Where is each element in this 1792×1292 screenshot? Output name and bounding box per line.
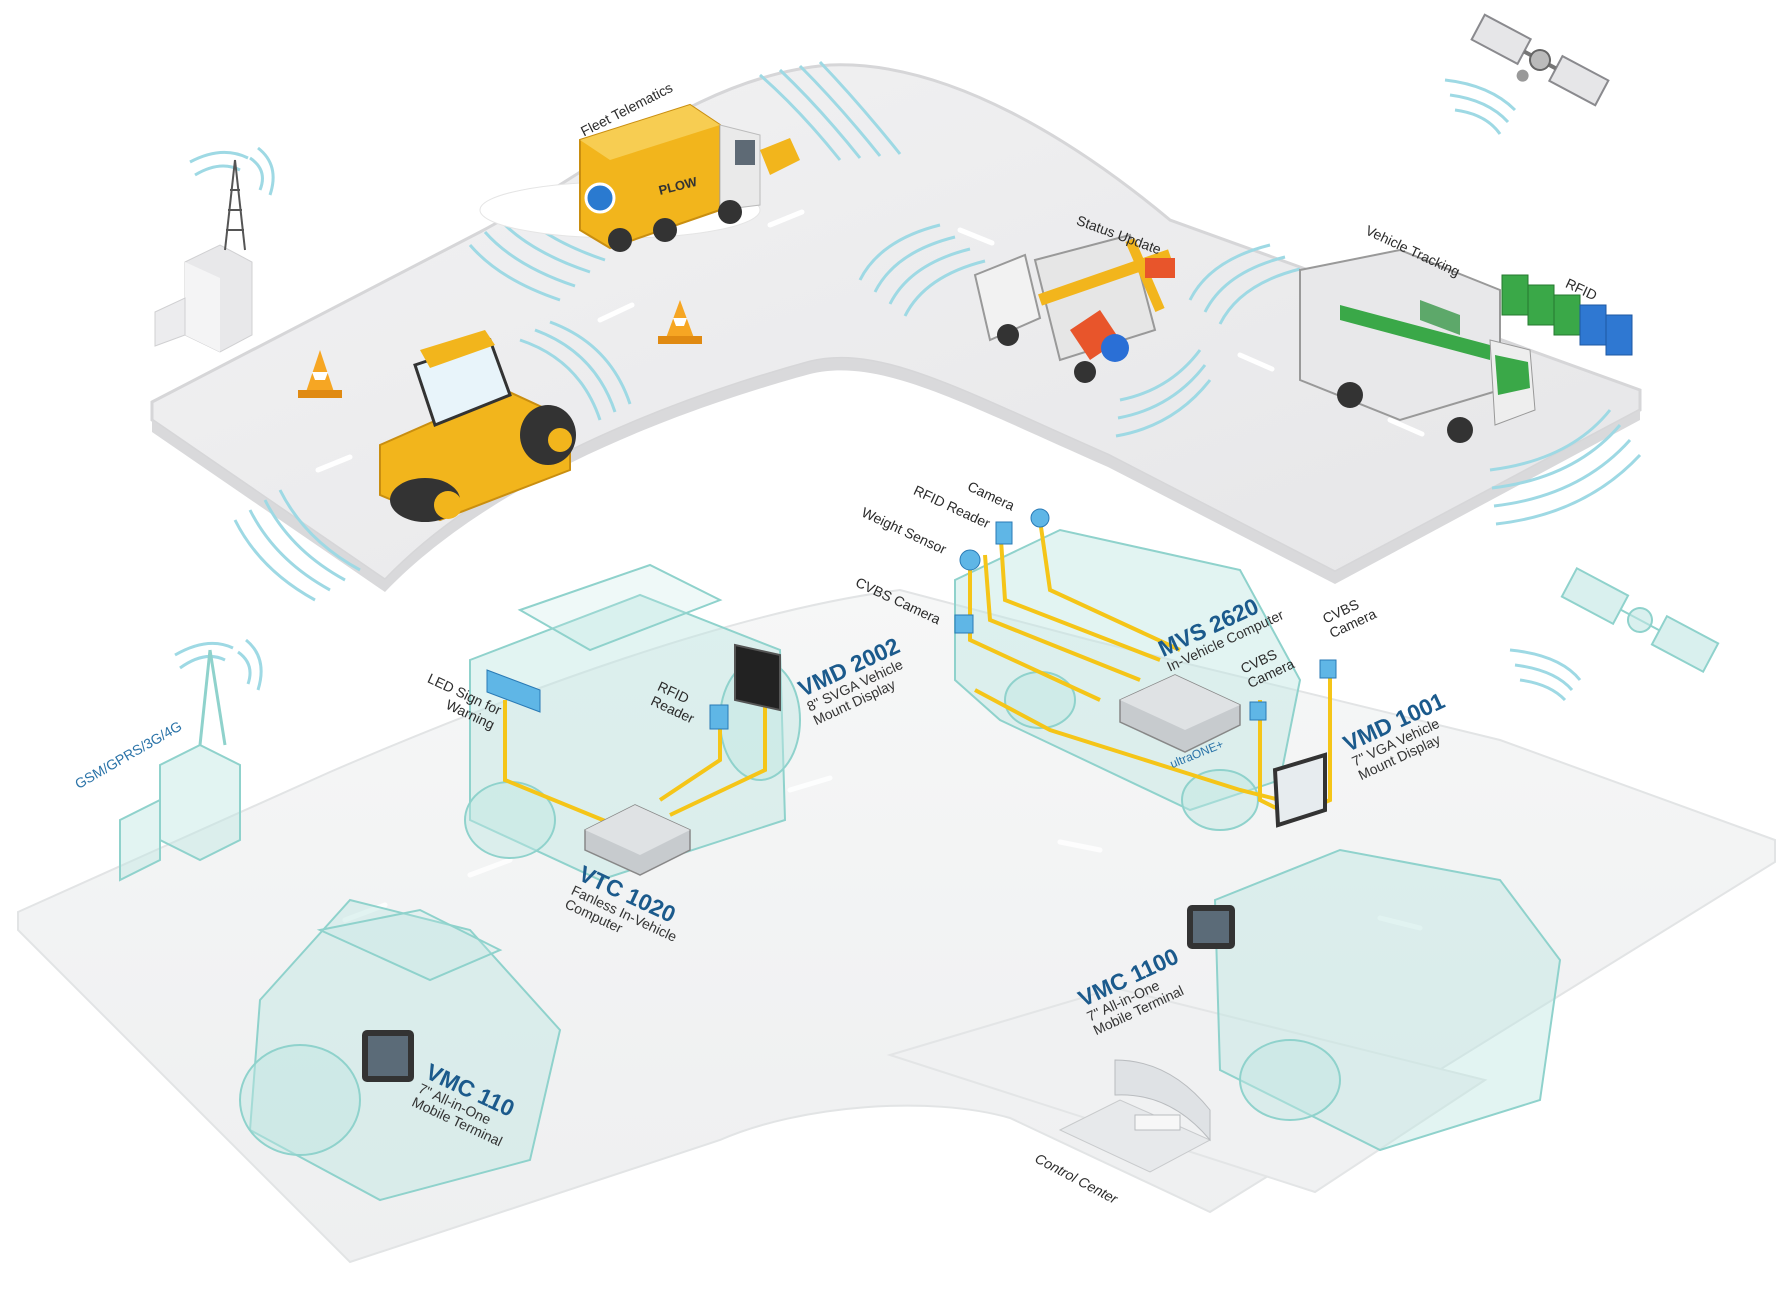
road-roller: [379, 330, 576, 522]
satellite-icon: [1470, 13, 1610, 107]
traffic-cone-icon: [298, 300, 702, 398]
rfid-bins: [1501, 274, 1633, 356]
satellite-icon: [1560, 566, 1720, 674]
garbage-truck: [1299, 248, 1536, 443]
bucket-truck: [973, 233, 1175, 383]
snow-plow-truck: PLOW: [479, 103, 800, 252]
cell-tower-building: [154, 159, 253, 353]
control-center: [1058, 1059, 1212, 1173]
devices: [362, 508, 1337, 1082]
